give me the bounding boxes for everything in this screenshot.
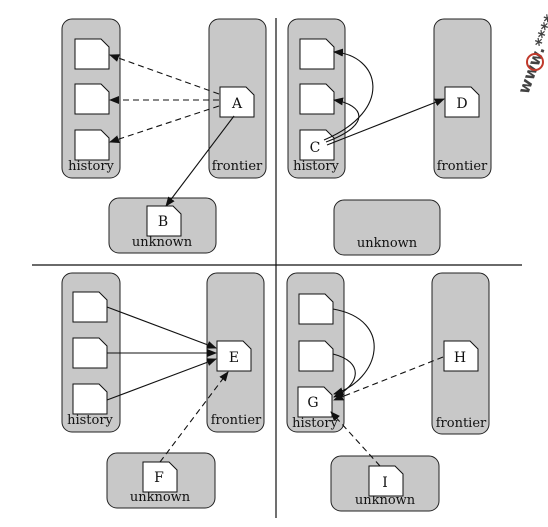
frontier-label: frontier bbox=[437, 159, 488, 174]
solid-arrow bbox=[326, 98, 445, 146]
solid-arrow bbox=[106, 358, 217, 401]
document-label-a: A bbox=[231, 96, 243, 112]
watermark-stamp: www.****.com bbox=[514, 0, 548, 96]
dashed-arrow bbox=[330, 411, 381, 467]
history-label: history bbox=[67, 413, 113, 428]
unknown-label: unknown bbox=[355, 493, 416, 508]
document-label-c: C bbox=[310, 140, 321, 156]
panel-top-right: history frontier unknown C D bbox=[287, 18, 492, 256]
document-icon bbox=[74, 38, 110, 70]
dashed-arrow bbox=[159, 371, 229, 463]
frontier-label: frontier bbox=[436, 416, 487, 431]
document-icon-g bbox=[297, 386, 333, 418]
document-icon-i bbox=[368, 465, 404, 497]
solid-curved-arrow bbox=[325, 97, 360, 143]
document-label-d: D bbox=[456, 96, 467, 112]
document-label-i: I bbox=[382, 475, 388, 491]
document-label-e: E bbox=[229, 350, 239, 366]
panel-top-left: history frontier unknown A B bbox=[61, 18, 267, 254]
document-icon-e bbox=[216, 340, 252, 372]
document-icon bbox=[299, 38, 335, 70]
unknown-label: unknown bbox=[357, 236, 418, 251]
unknown-box bbox=[333, 199, 441, 256]
document-icon bbox=[72, 337, 108, 369]
document-icon-a bbox=[219, 86, 255, 118]
solid-arrow bbox=[106, 306, 217, 349]
dashed-arrow bbox=[333, 356, 444, 401]
watermark-seal-icon bbox=[526, 53, 544, 71]
document-label-b: B bbox=[158, 214, 168, 230]
unknown-label: unknown bbox=[130, 490, 191, 505]
dashed-arrow bbox=[109, 54, 220, 95]
document-icon bbox=[299, 83, 335, 115]
history-label: history bbox=[292, 416, 338, 431]
document-icon-c bbox=[299, 129, 335, 161]
panel-bottom-right: history frontier unknown G H I bbox=[286, 272, 490, 512]
history-label: history bbox=[293, 159, 339, 174]
panel-bottom-left: history frontier unknown E F bbox=[61, 272, 265, 509]
document-icon bbox=[72, 383, 108, 415]
document-label-h: H bbox=[454, 350, 466, 366]
document-icon bbox=[298, 293, 334, 325]
frontier-label: frontier bbox=[211, 413, 262, 428]
document-icon-d bbox=[444, 86, 480, 118]
solid-arrow bbox=[165, 115, 235, 207]
document-icon-f bbox=[142, 461, 178, 493]
document-icon bbox=[74, 83, 110, 115]
solid-curved-arrow bbox=[323, 48, 374, 141]
frontier-label: frontier bbox=[212, 159, 263, 174]
document-icon-h bbox=[443, 340, 479, 372]
document-icon bbox=[298, 340, 334, 372]
document-icon bbox=[74, 129, 110, 161]
document-icon bbox=[72, 291, 108, 323]
history-label: history bbox=[68, 159, 114, 174]
watermark-text: www.****.com bbox=[514, 0, 548, 96]
dashed-arrow bbox=[109, 105, 220, 143]
unknown-label: unknown bbox=[132, 235, 193, 250]
document-label-g: G bbox=[307, 395, 318, 411]
document-label-f: F bbox=[154, 470, 164, 486]
